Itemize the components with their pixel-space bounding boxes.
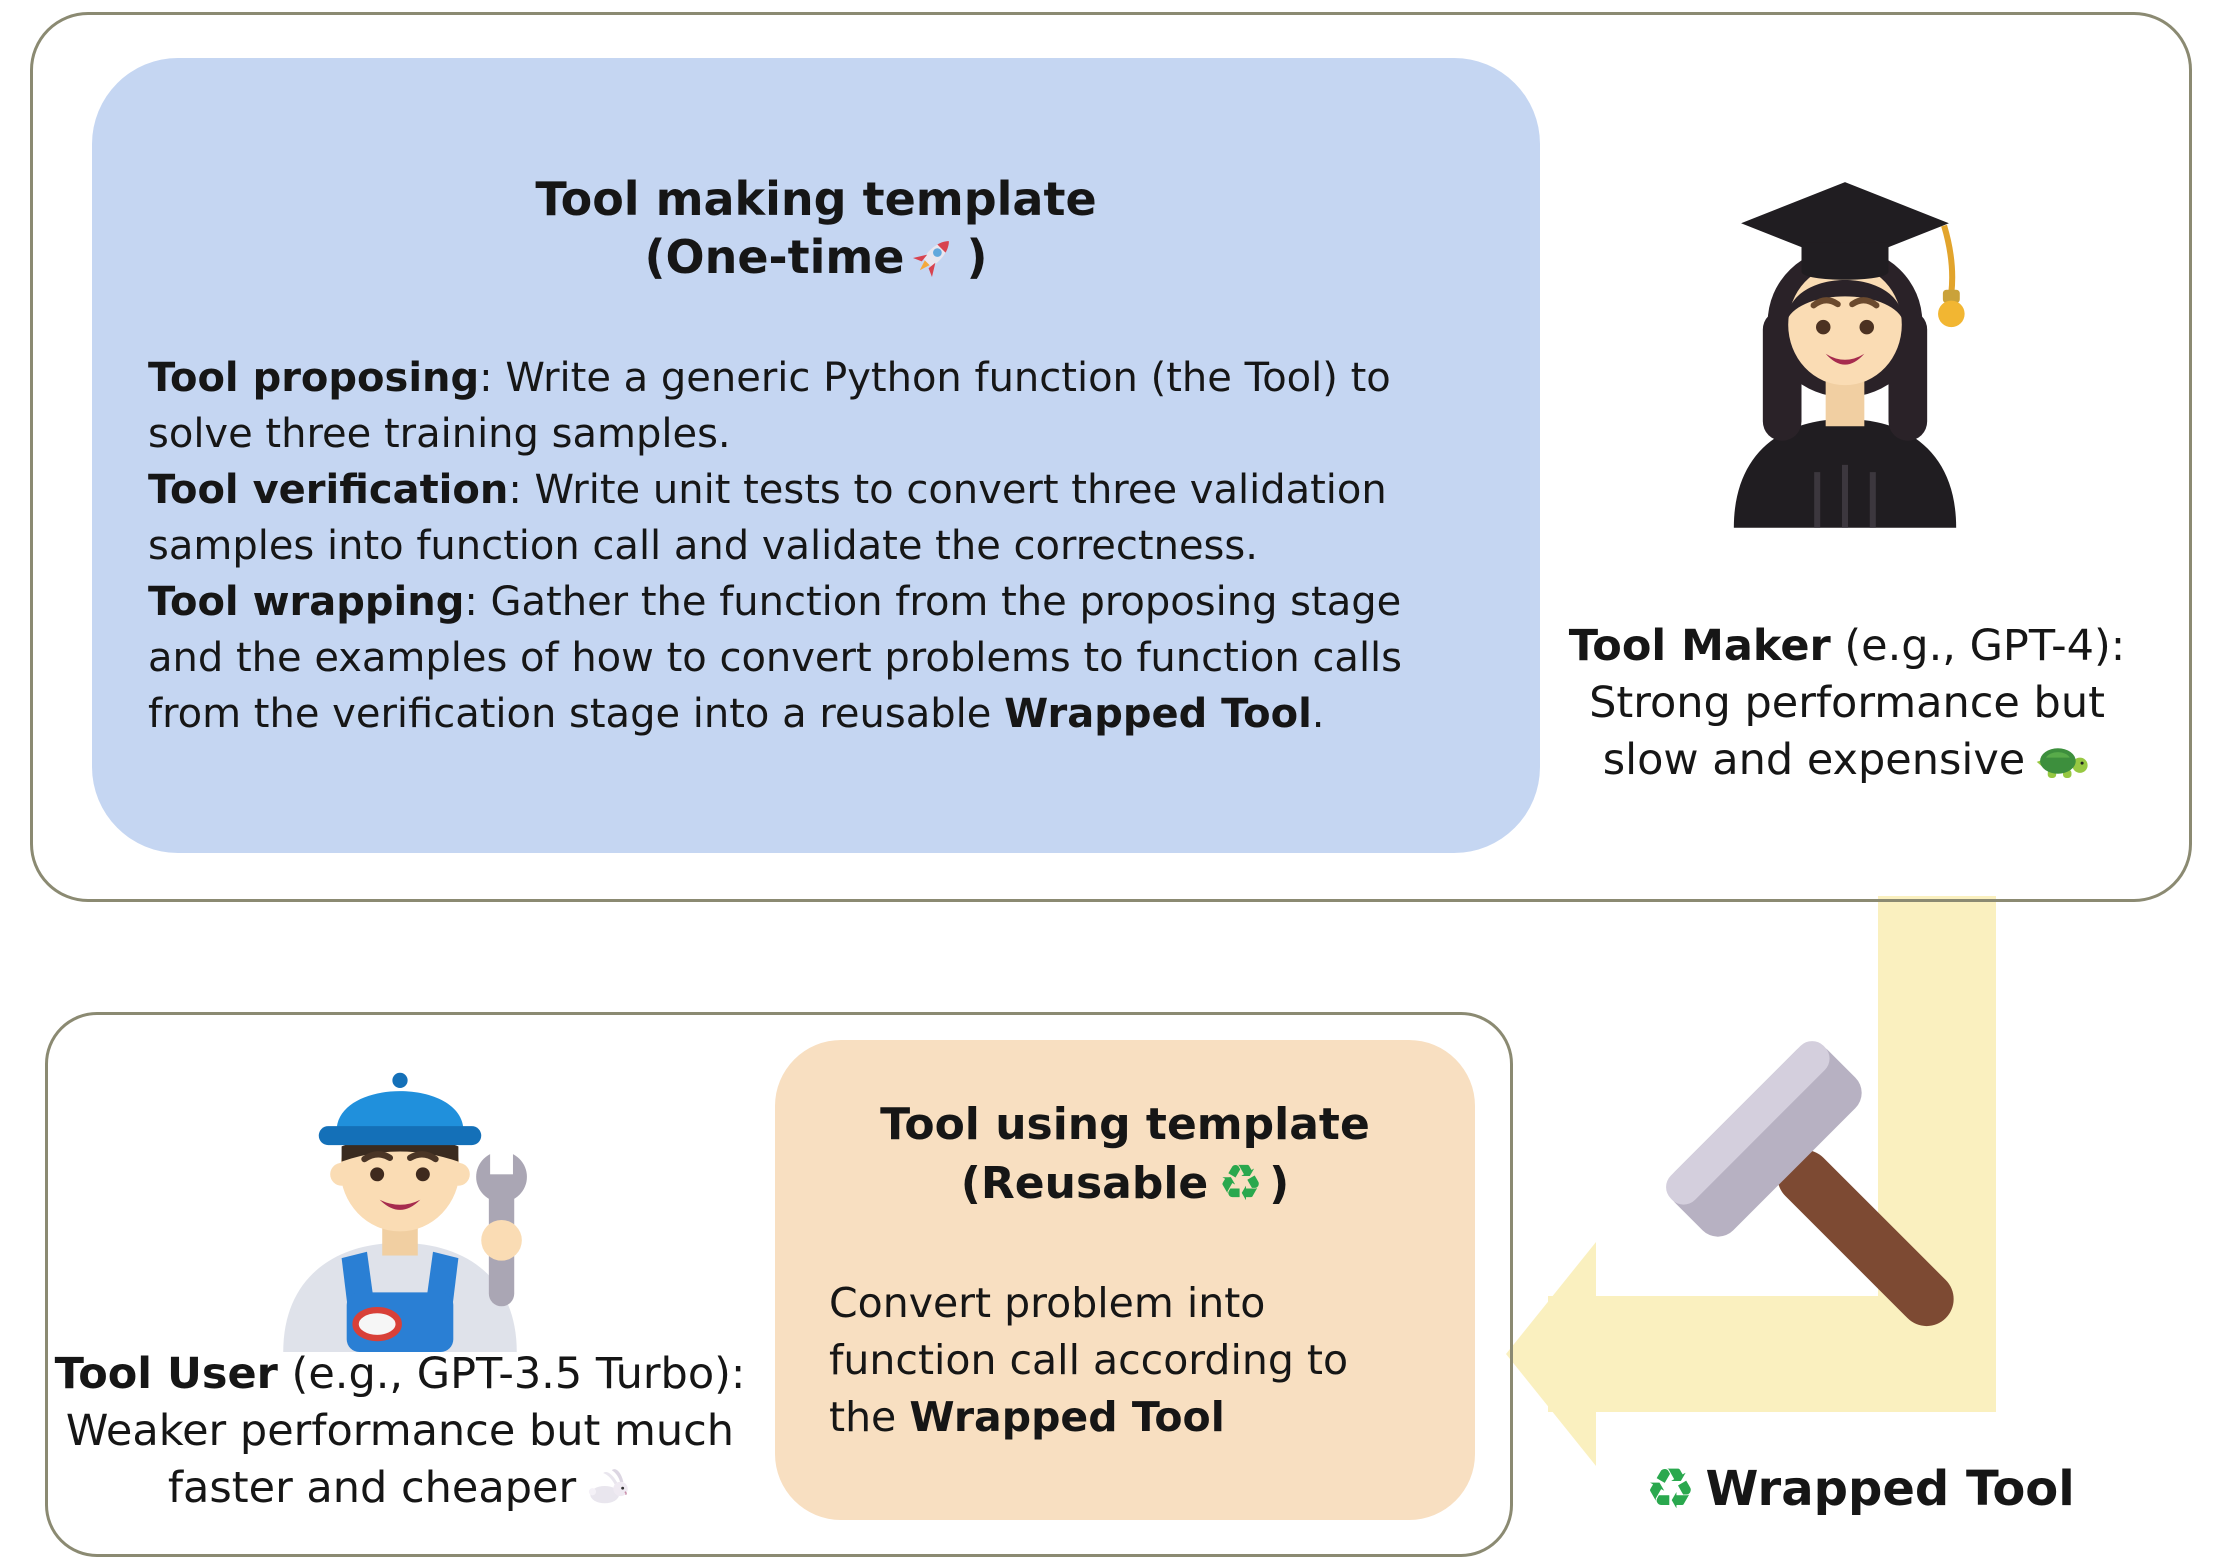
wrapped-tool-bold: Wrapped Tool [1004,691,1312,737]
tool-using-subtitle: (Reusable♻) [829,1154,1421,1213]
subtitle-prefix: (Reusable [960,1158,1209,1209]
tool-proposing-text: : Write a generic Python function (the T… [148,355,1391,457]
tool-maker-model: (e.g., GPT-4): [1830,621,2126,671]
subtitle-suffix: ) [966,230,988,284]
tool-verification-label: Tool verification [148,467,509,513]
tool-wrapping-step: Tool wrapping: Gather the function from … [148,574,1484,742]
tool-verification-step: Tool verification: Write unit tests to c… [148,462,1484,574]
tool-user-model: (e.g., GPT-3.5 Turbo): [277,1349,746,1399]
tool-user-mechanic-avatar [235,1022,565,1352]
tool-using-title: Tool using template [880,1099,1370,1150]
tool-maker-line3-text: slow and expensive [1602,735,2026,785]
wrapped-tool-label: ♻Wrapped Tool [1600,1458,2120,1521]
tool-making-panel [30,12,2192,902]
tool-user-line3-text: faster and cheaper [167,1463,577,1513]
arrow-head-left [1506,1242,1596,1466]
tool-user-line3: faster and cheaper [40,1460,760,1524]
tool-user-name: Tool User [54,1349,278,1399]
tool-user-caption: Tool User (e.g., GPT-3.5 Turbo): Weaker … [40,1346,760,1524]
wrapped-tool-label-text: Wrapped Tool [1705,1461,2075,1517]
tool-using-body: Convert problem into function call accor… [829,1275,1421,1446]
tool-wrapping-tail: . [1311,691,1325,737]
tool-proposing-step: Tool proposing: Write a generic Python f… [148,350,1484,462]
tool-proposing-label: Tool proposing [148,355,480,401]
tool-user-line1: Tool User (e.g., GPT-3.5 Turbo): [40,1346,760,1403]
tool-making-steps: Tool proposing: Write a generic Python f… [148,350,1484,742]
wrapped-tool-bold: Wrapped Tool [909,1393,1225,1441]
tool-making-card: Tool making template (One-time) Tool pro… [92,58,1540,853]
tool-using-line1: Convert problem into [829,1279,1266,1327]
tool-maker-line3: slow and expensive [1552,732,2142,796]
tool-using-card: Tool using template (Reusable♻) Convert … [775,1040,1475,1520]
tool-using-line2: function call according to [829,1336,1349,1384]
hammer-icon [1655,1030,2015,1390]
rocket-icon [911,233,957,279]
tool-making-title: Tool making template [535,172,1097,226]
tool-using-line3-prefix: the [829,1393,910,1441]
tool-making-subtitle: (One-time) [148,228,1484,286]
turtle-icon [2035,739,2091,796]
tool-verification-text: : Write unit tests to convert three vali… [148,467,1387,569]
tool-user-line2: Weaker performance but much [65,1406,735,1456]
tool-wrapping-text: : Gather the function from the proposing… [148,579,1403,737]
tool-maker-line2: Strong performance but [1589,678,2105,728]
tool-maker-graduate-avatar [1700,165,1990,528]
tool-maker-caption: Tool Maker (e.g., GPT-4): Strong perform… [1552,618,2142,796]
tool-maker-name: Tool Maker [1568,621,1831,671]
tool-wrapping-label: Tool wrapping [148,579,465,625]
recycle-icon: ♻ [1645,1457,1696,1522]
tool-using-panel [45,1012,1513,1557]
tool-maker-line1: Tool Maker (e.g., GPT-4): [1552,618,2142,675]
tool-using-line3: the Wrapped Tool [829,1389,1421,1446]
rabbit-icon [586,1463,632,1524]
recycle-icon: ♻ [1218,1154,1264,1212]
subtitle-prefix: (One-time [644,230,905,284]
subtitle-suffix: ) [1269,1158,1290,1209]
